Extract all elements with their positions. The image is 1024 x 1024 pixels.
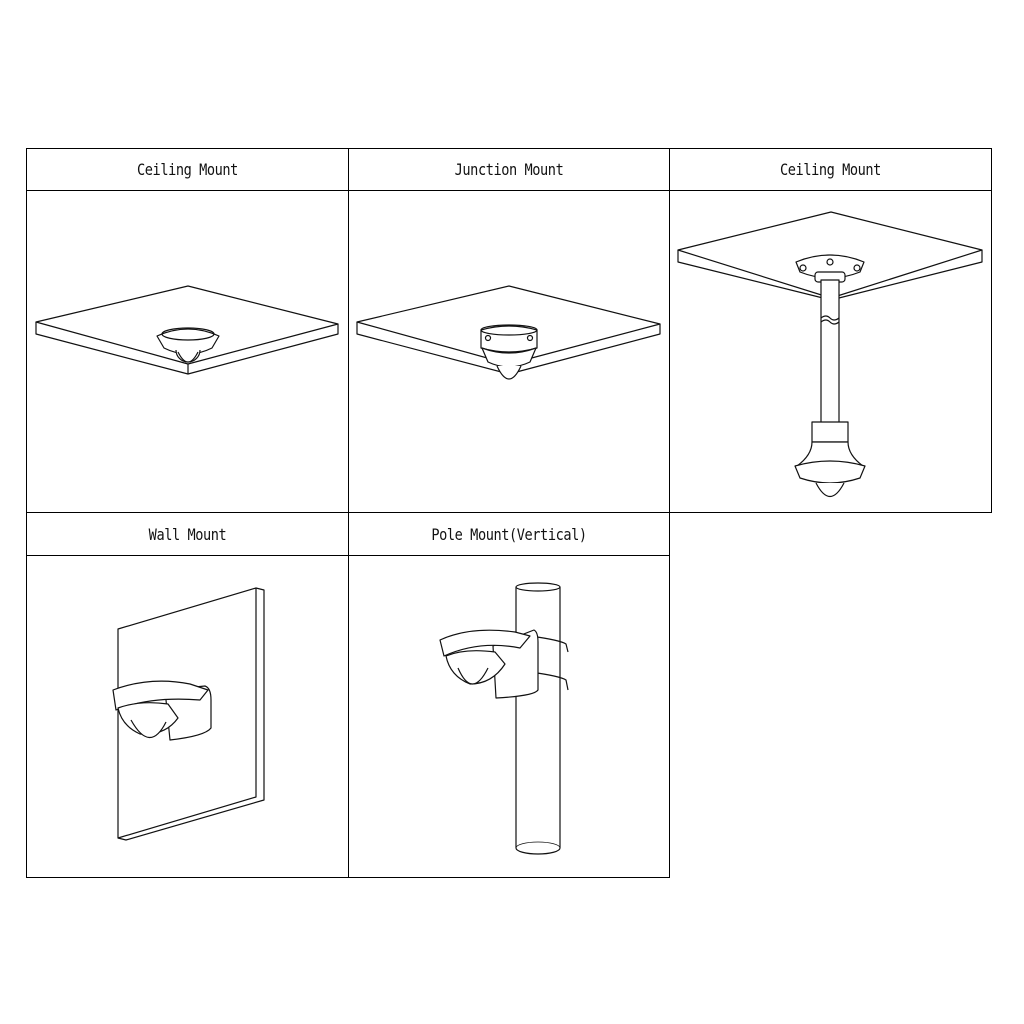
ceiling-mount-illustration: [35, 285, 339, 375]
junction-box-camera-icon: [480, 324, 538, 380]
dome-camera-icon: [156, 327, 220, 363]
pendant-mount-illustration: [677, 211, 983, 498]
title-ceiling-mount-pendant: Ceiling Mount: [780, 160, 881, 179]
title-ceiling-mount: Ceiling Mount: [137, 160, 238, 179]
pole-mount-illustration: [439, 582, 569, 855]
junction-mount-illustration: [356, 285, 661, 380]
title-wall-mount: Wall Mount: [148, 524, 227, 544]
pole-bracket-camera-icon: [439, 629, 569, 699]
header-cell-junction-mount: [348, 148, 670, 191]
title-pole-mount: Pole Mount(Vertical): [431, 524, 587, 544]
header-cell-pole-mount: [348, 512, 670, 556]
image-cell-pole-mount: [348, 555, 670, 878]
wall-bracket-camera-icon: [112, 680, 212, 741]
header-cell-wall-mount: [26, 512, 349, 556]
title-junction-mount: Junction Mount: [454, 160, 564, 179]
header-cell-ceiling-mount: [26, 148, 349, 191]
wall-mount-illustration: [112, 587, 265, 841]
pole: [515, 582, 561, 855]
pendant-bracket-icon: [794, 254, 866, 498]
